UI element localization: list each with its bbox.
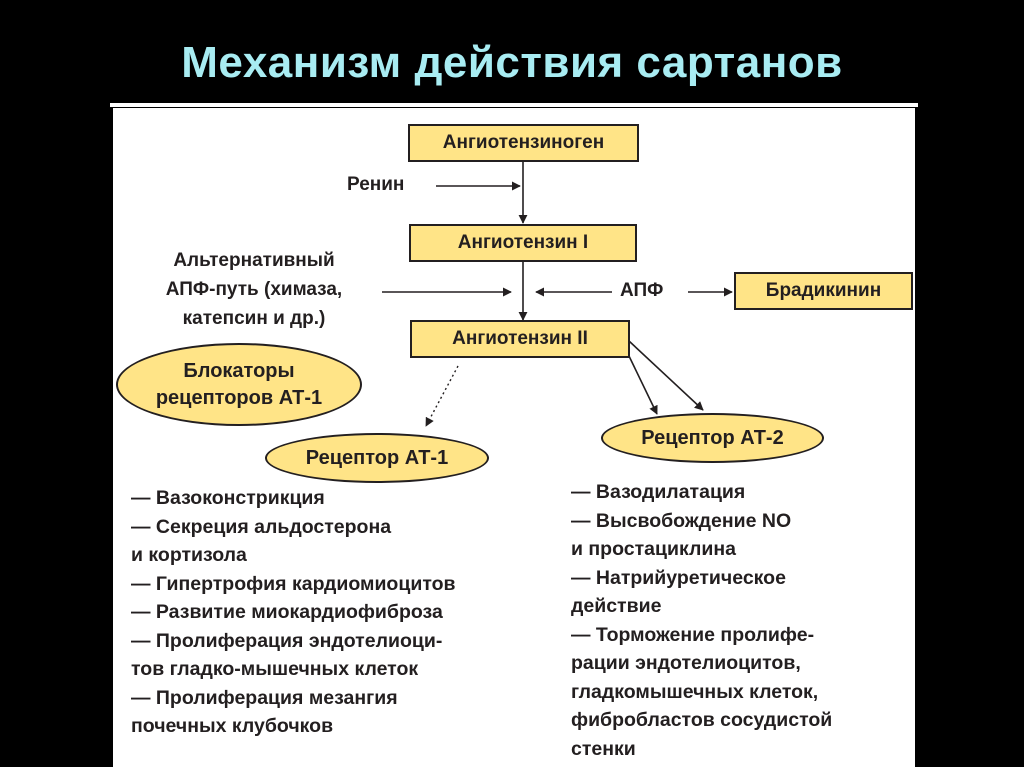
slide-title: Механизм действия сартанов	[181, 38, 843, 87]
alternative-path-label: Альтернативный АПФ-путь (химаза, катепси…	[128, 246, 380, 333]
at2-effect: — Натрийуретическое	[571, 566, 786, 589]
arrow-dotted-to-at1	[425, 365, 459, 427]
at1-effect: — Пролиферация эндотелиоци-	[131, 629, 443, 652]
at2-effect: рации эндотелиоцитов,	[571, 652, 801, 674]
at2-effect: гладкомышечных клеток,	[571, 680, 819, 703]
at2-effect: фибробластов сосудистой	[571, 709, 833, 731]
at1-effect: и кортизола	[131, 544, 247, 566]
ace-label: АПФ	[620, 280, 664, 301]
at1-effect: — Развитие миокардиофиброза	[131, 601, 443, 623]
at2-effect: действие	[571, 595, 662, 617]
bradykinin-box: Брадикинин	[734, 272, 913, 310]
at1-effect: почечных клубочков	[131, 715, 334, 737]
arrow-to-at2-a	[628, 355, 658, 415]
receptor-at1-oval: Рецептор АТ-1	[265, 433, 489, 483]
at2-effect: — Вазодилатация	[571, 481, 746, 503]
angiotensinogen-box: Ангиотензиноген	[408, 124, 639, 162]
at2-effect: стенки	[571, 737, 636, 760]
blockers-oval: Блокаторы рецепторов АТ-1	[116, 343, 362, 426]
blockers-line: Блокаторы	[183, 359, 295, 382]
at1-effect: — Пролиферация мезангия	[131, 686, 398, 709]
at1-effect: — Вазоконстрикция	[131, 487, 325, 509]
arrow-to-at2-b	[628, 340, 704, 411]
at2-effect: и простациклина	[571, 538, 736, 560]
alternative-path-line: Альтернативный	[173, 250, 335, 271]
angiotensin2-box: Ангиотензин II	[410, 320, 630, 358]
title-underline	[110, 103, 918, 107]
at1-effects-list: — Вазоконстрикция — Секреция альдостерон…	[131, 484, 456, 741]
at2-effects-list: — Вазодилатация — Высвобождение NO и про…	[571, 478, 832, 763]
alternative-path-line: катепсин и др.)	[182, 308, 326, 329]
at1-effect: — Гипертрофия кардиомиоцитов	[131, 572, 456, 595]
at2-effect: — Торможение пролифе-	[571, 623, 815, 646]
blockers-line: рецепторов АТ-1	[155, 386, 323, 409]
angiotensin1-box: Ангиотензин I	[409, 224, 637, 262]
receptor-at2-oval: Рецептор АТ-2	[601, 413, 824, 463]
at1-effect: тов гладко-мышечных клеток	[131, 658, 419, 680]
renin-label: Ренин	[347, 174, 405, 195]
at2-effect: — Высвобождение NO	[571, 509, 792, 532]
alternative-path-line: АПФ-путь (химаза,	[165, 279, 343, 300]
at1-effect: — Секреция альдостерона	[131, 515, 392, 538]
